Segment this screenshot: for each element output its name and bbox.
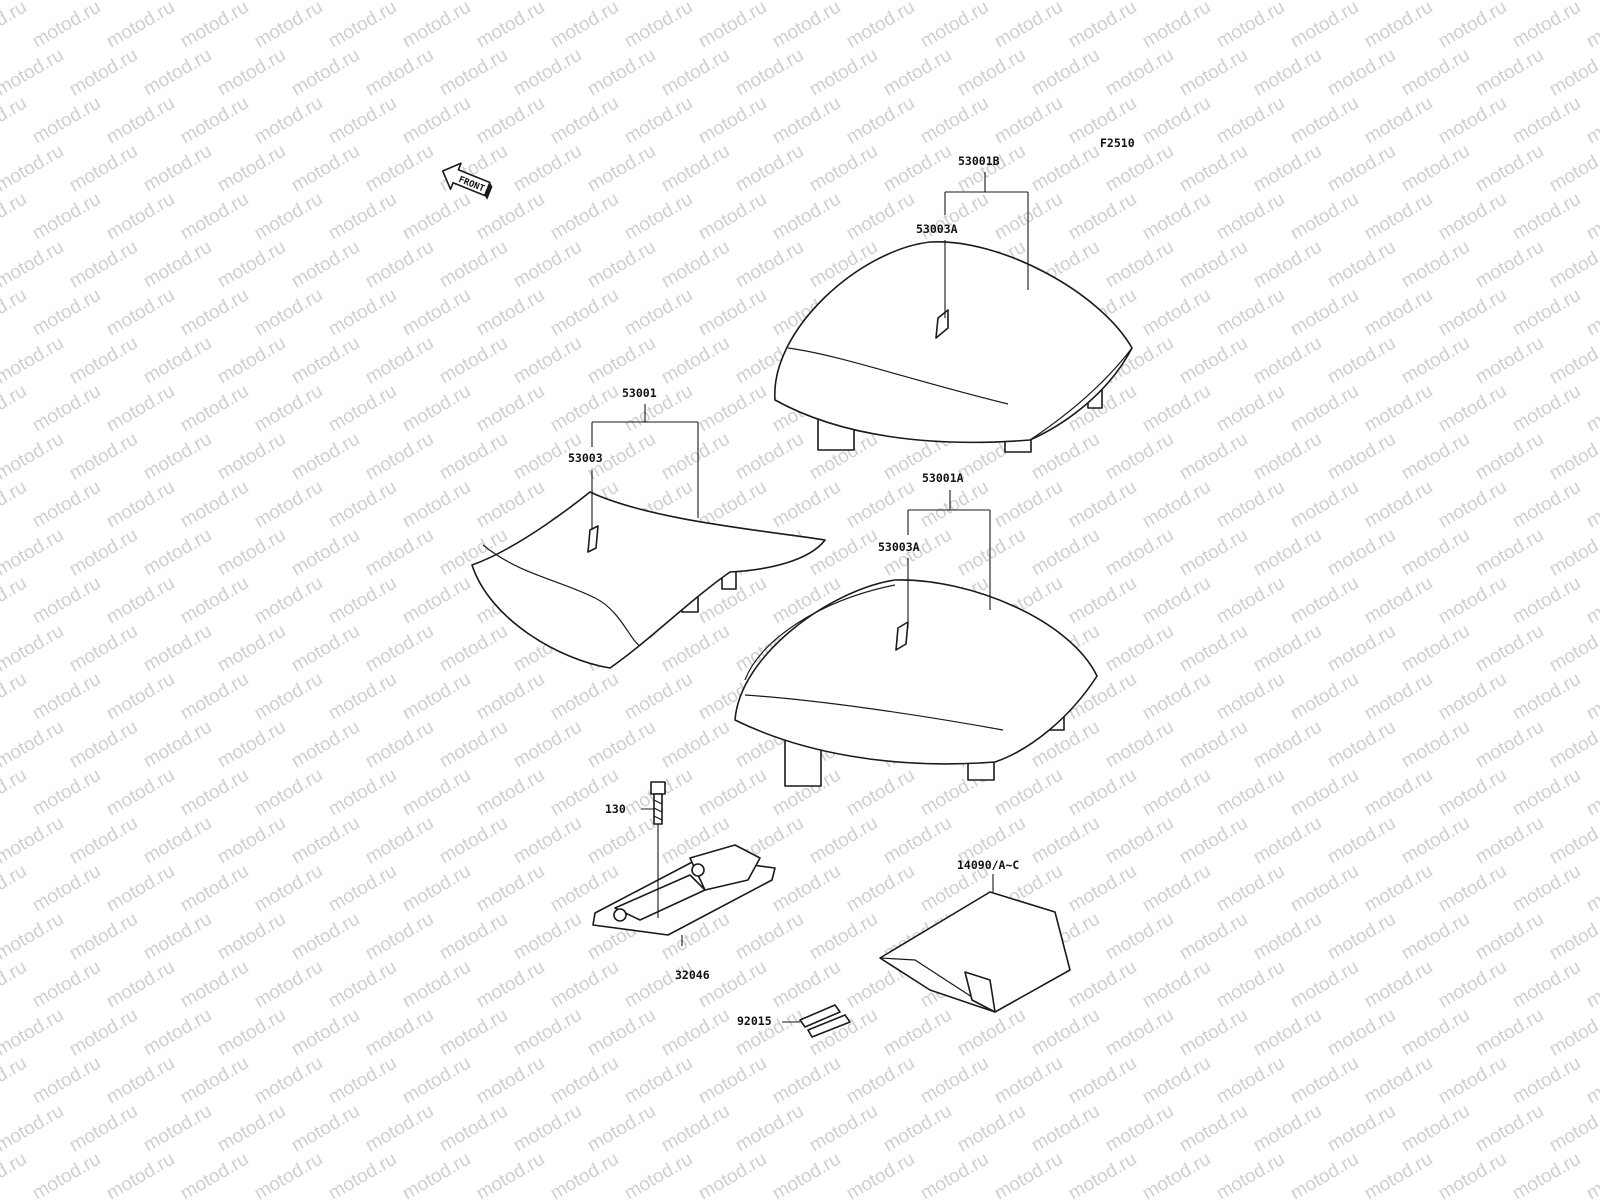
- part-label-92015: 92015: [737, 1014, 772, 1028]
- leader-lines: [591, 172, 1029, 1023]
- tool-kit-14090: [879, 891, 1071, 1013]
- part-label-53003: 53003: [568, 451, 603, 465]
- pillion-seat-53001A: [734, 579, 1098, 787]
- pillion-seat-53001B: [774, 241, 1133, 453]
- rider-seat-53001: [471, 491, 826, 669]
- part-label-53001A: 53001A: [922, 471, 964, 485]
- part-label-14090: 14090/A~C: [957, 858, 1019, 872]
- bracket-32046: [592, 844, 776, 936]
- part-label-32046: 32046: [675, 968, 710, 982]
- part-label-53003A-lower: 53003A: [878, 540, 920, 554]
- wrench-92015: [799, 1004, 851, 1038]
- part-label-53003A-upper: 53003A: [916, 222, 958, 236]
- front-direction-arrow-icon: FRONT: [441, 162, 493, 200]
- part-label-53001B: 53001B: [958, 154, 1000, 168]
- bolt-130: [650, 781, 666, 825]
- part-label-130: 130: [605, 802, 626, 816]
- figure-code: F2510: [1100, 136, 1135, 150]
- part-label-53001: 53001: [622, 386, 657, 400]
